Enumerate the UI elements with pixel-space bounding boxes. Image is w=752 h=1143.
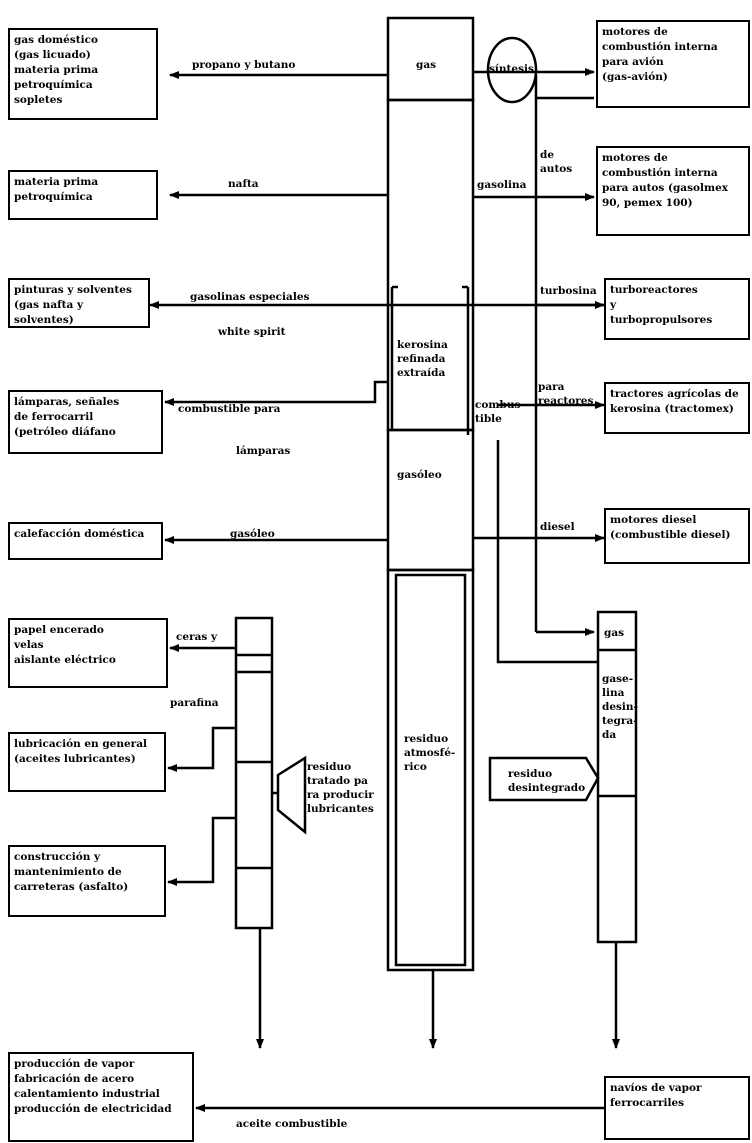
flow-label-parafina: parafina [170, 697, 219, 709]
sintesis-circle [486, 36, 538, 104]
flow-label-diesel: diesel [540, 521, 575, 533]
flow-label-turbosina: turbosina [540, 285, 597, 297]
product-box-turborreactores: turboreactores y turbopropulsores [604, 278, 750, 340]
product-box-lamparas: lámparas, señales de ferrocarril (petról… [8, 390, 163, 454]
column-residue-section [386, 568, 475, 972]
column-gasoleo-section [386, 428, 475, 572]
flow-label-nafta: nafta [228, 178, 259, 190]
cracking-gas-label: gas [604, 627, 625, 639]
product-box-gas-domestico: gas doméstico (gas licuado) materia prim… [8, 28, 158, 120]
sintesis-label: síntesis [489, 63, 534, 75]
product-box-construccion: construcción y mantenimiento de carreter… [8, 845, 166, 917]
flow-label-ceras: ceras y [176, 631, 218, 643]
product-box-motores-autos: motores de combustión interna para autos… [596, 146, 750, 236]
product-box-calefaccion: calefacción doméstica [8, 522, 163, 560]
flow-label-propano: propano y butano [192, 59, 296, 71]
residuo-desintegrado-label: residuo desintegrado [508, 768, 586, 794]
flow-label-white-spirit: white spirit [218, 326, 286, 338]
column-label-gasoleo: gasóleo [397, 469, 442, 481]
column-label-residuo: residuo atmosfé- rico [404, 733, 456, 773]
cracking-column [596, 610, 638, 944]
column-label-gas: gas [416, 59, 437, 71]
flow-label-lamparas: lámparas [236, 445, 291, 457]
product-box-navios: navíos de vapor ferrocarriles [604, 1076, 750, 1140]
product-box-pinturas: pinturas y solventes (gas nafta y solven… [8, 278, 150, 328]
flow-label-aceite: aceite combustible [236, 1118, 348, 1130]
product-box-materia-prima: materia prima petroquímica [8, 170, 158, 220]
flow-label-para-reactores: para reactores [538, 381, 594, 407]
flow-label-combustible: combus- tible [475, 399, 525, 425]
residuo-tratado-label: residuo tratado pa ra producir lubricant… [307, 761, 374, 815]
flow-label-combustible-para: combustible para [178, 403, 281, 415]
product-box-produccion-vapor: producción de vapor fabricación de acero… [8, 1052, 194, 1142]
product-box-motores-avion: motores de combustión interna para avión… [596, 20, 750, 108]
flow-label-gasoleo: gasóleo [230, 528, 275, 540]
cracking-gasolina-label: gase- lina desin- tegra- da [602, 673, 638, 741]
flow-label-gasolina: gasolina [477, 179, 527, 191]
wax-column [234, 616, 274, 930]
product-box-lubricacion: lubricación en general (aceites lubrican… [8, 732, 166, 792]
flow-label-gasolinas-especiales: gasolinas especiales [190, 291, 310, 303]
product-box-papel: papel encerado velas aislante eléctrico [8, 618, 168, 688]
column-label-kerosina: kerosina refinada extraída [397, 339, 448, 379]
column-upper-section [386, 98, 475, 432]
product-box-tractores: tractores agrícolas de kerosina (tractom… [604, 382, 750, 434]
product-box-motores-diesel: motores diesel (combustible diesel) [604, 508, 750, 564]
flow-label-de-autos: de autos [540, 149, 573, 175]
